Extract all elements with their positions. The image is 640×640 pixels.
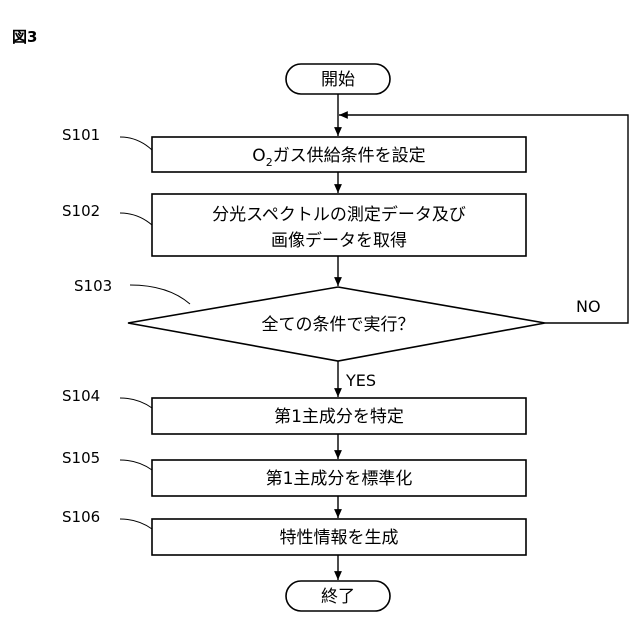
step-s103-leader	[130, 285, 190, 304]
branch-yes-label: YES	[345, 371, 376, 390]
figure-label: 図3	[12, 28, 37, 46]
end-label: 終了	[321, 587, 355, 607]
decision-s103-text: 全ての条件で実行？	[262, 315, 415, 335]
step-s106: S106 特性情報を生成	[62, 508, 526, 555]
step-s105-id: S105	[62, 449, 100, 467]
step-s104-id: S104	[62, 387, 100, 405]
step-s102-line1: 分光スペクトルの測定データ及び	[212, 204, 466, 225]
step-s101-id: S101	[62, 126, 100, 144]
step-s104-text: 第1主成分を特定	[274, 407, 404, 427]
start-label: 開始	[321, 70, 355, 90]
step-s106-leader	[120, 519, 152, 529]
step-s102-line2: 画像データを取得	[271, 230, 407, 251]
step-s102-leader	[120, 213, 152, 225]
step-s102-id: S102	[62, 202, 100, 220]
step-s105-text: 第1主成分を標準化	[266, 469, 413, 489]
end-terminal: 終了	[286, 581, 390, 611]
step-s106-id: S106	[62, 508, 100, 526]
branch-no-label: NO	[576, 297, 601, 316]
step-s105-leader	[120, 460, 152, 470]
step-s104: S104 第1主成分を特定	[62, 387, 526, 434]
step-s101-leader	[120, 137, 152, 150]
step-s104-leader	[120, 398, 152, 408]
step-s103-id: S103	[74, 277, 112, 295]
step-s106-text: 特性情報を生成	[280, 528, 399, 548]
step-s101-text: O2ガス供給条件を設定	[252, 146, 425, 169]
decision-s103: S103 全ての条件で実行？	[74, 277, 545, 361]
start-terminal: 開始	[286, 64, 390, 94]
step-s101: S101 O2ガス供給条件を設定	[62, 126, 526, 172]
step-s105: S105 第1主成分を標準化	[62, 449, 526, 496]
step-s102: S102 分光スペクトルの測定データ及び 画像データを取得	[62, 194, 526, 256]
